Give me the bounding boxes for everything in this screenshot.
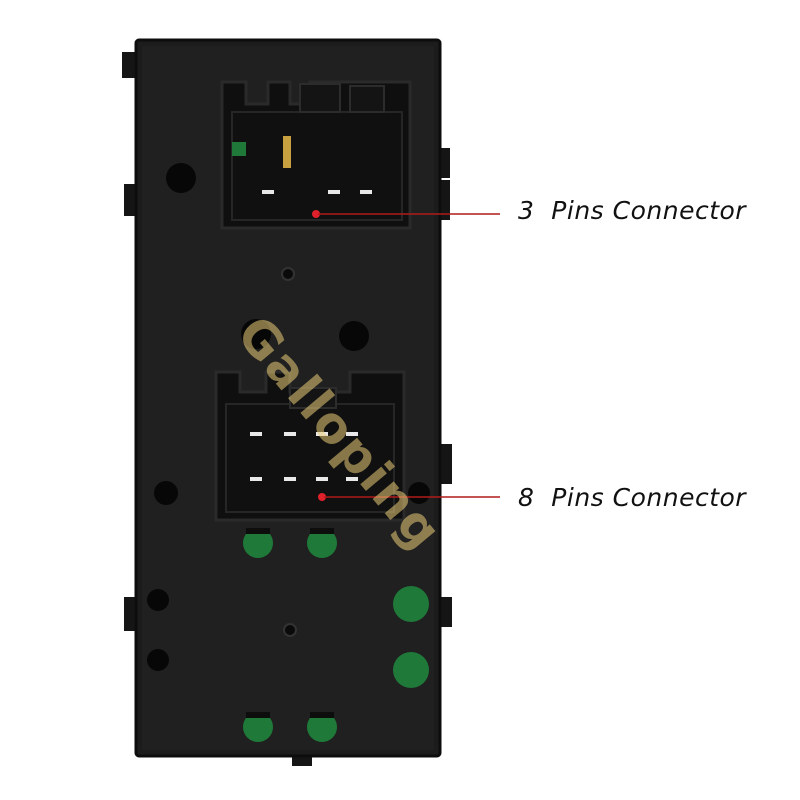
red-marker-dot xyxy=(312,210,320,218)
eight-pin-connector xyxy=(214,370,406,522)
red-marker-dot xyxy=(318,493,326,501)
callout-3-pins-connector: 3 Pins Connector xyxy=(518,196,747,225)
pcb-windows xyxy=(243,528,429,742)
pin-grid xyxy=(250,432,358,481)
callout-8-pins-connector: 8 Pins Connector xyxy=(518,483,747,512)
pin-row xyxy=(262,190,372,194)
mounting-holes xyxy=(147,163,430,671)
three-pin-connector xyxy=(220,80,412,230)
